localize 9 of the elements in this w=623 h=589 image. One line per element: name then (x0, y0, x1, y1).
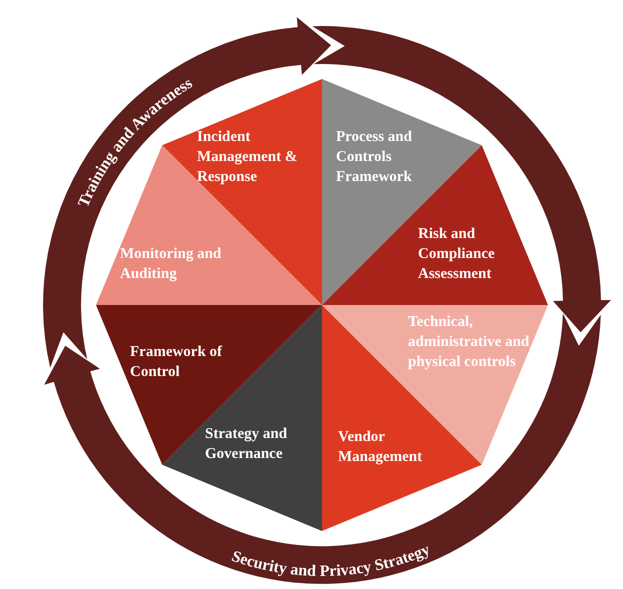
segment-label: Technical, administrative and physical controls (408, 313, 530, 372)
segment-label: Vendor Management (338, 428, 424, 467)
segment-label: Incident Management & Response (197, 128, 298, 187)
segment-label: Risk and Compliance Assessment (418, 225, 496, 284)
segment-label: Process and Controls Framework (336, 128, 413, 187)
ring-label: Security and Privacy Strategy (230, 541, 432, 580)
segment-label: Framework of Control (130, 343, 224, 382)
segment-label: Strategy and Governance (205, 425, 288, 464)
segment-label: Monitoring and Auditing (120, 245, 222, 284)
